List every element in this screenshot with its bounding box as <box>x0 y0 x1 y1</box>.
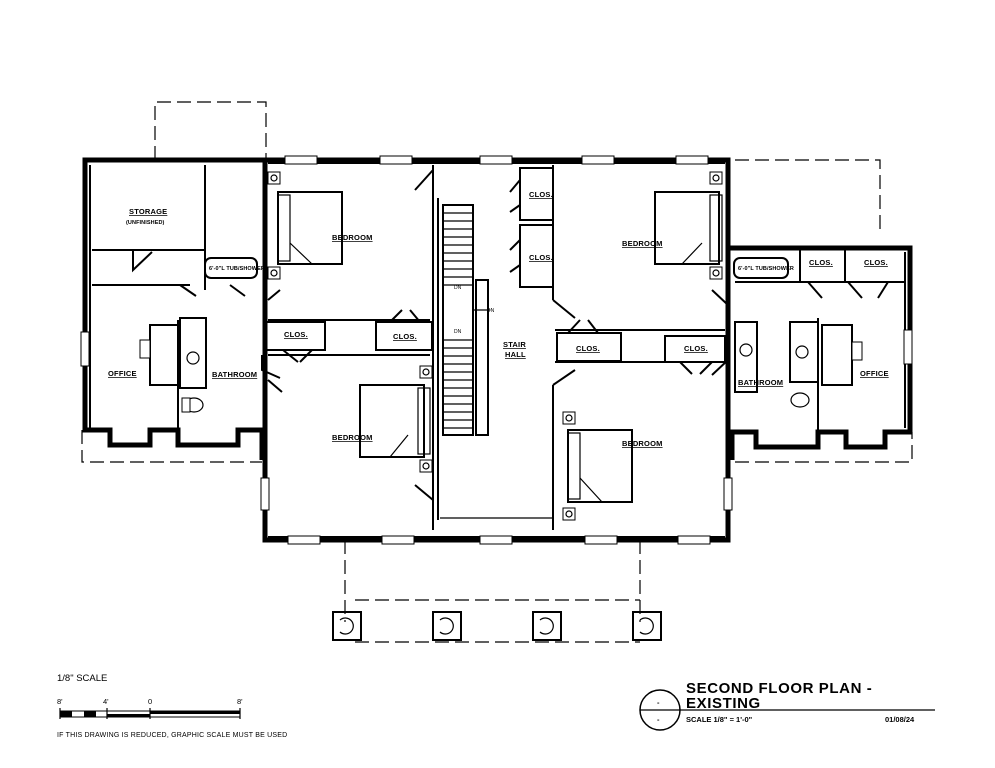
stair-hall-label: STAIR <box>503 340 526 349</box>
bedroom-nw-label: BEDROOM <box>332 233 373 242</box>
tub-right-label: 6'-0"L TUB/SHOWER <box>738 266 794 272</box>
room-labels: STORAGE (UNFINISHED) OFFICE BATHROOM 6'-… <box>108 190 889 448</box>
right-wing-walls <box>711 245 913 460</box>
closet-label: CLOS. <box>576 344 600 353</box>
interior-partitions <box>264 165 726 530</box>
porch-columns <box>332 611 662 641</box>
plan-title-line2: EXISTING <box>686 695 761 712</box>
scale-tick-label: 8' <box>57 697 63 706</box>
beds <box>267 171 723 521</box>
stair-hall-label: HALL <box>505 350 526 359</box>
bedroom-ne-label: BEDROOM <box>622 239 663 248</box>
bathroom-right-label: BATHROOM <box>738 378 783 387</box>
office-right-label: OFFICE <box>860 369 889 378</box>
bathroom-left-label: BATHROOM <box>212 370 257 379</box>
office-left-label: OFFICE <box>108 369 137 378</box>
scale-tick-label: 8' <box>237 697 243 706</box>
graphic-scale: 1/8" SCALE 8' 4' 0 8' IF THIS DRAWING IS… <box>57 673 287 739</box>
plan-date-label: 01/08/24 <box>885 715 915 724</box>
scale-tick-label: 0 <box>148 697 152 706</box>
dashed-roof-outlines <box>81 101 913 643</box>
closet-label: CLOS. <box>684 344 708 353</box>
closet-label: CLOS. <box>393 332 417 341</box>
closet-label: CLOS. <box>529 253 553 262</box>
stair-down-label: DN <box>454 285 462 291</box>
sheet-number-bottom: - <box>657 715 660 724</box>
bedroom-se-label: BEDROOM <box>622 439 663 448</box>
main-block-walls <box>260 155 733 545</box>
left-wing-walls <box>80 157 281 460</box>
stairs <box>442 204 490 436</box>
bedroom-sw-label: BEDROOM <box>332 433 373 442</box>
closet-label: CLOS. <box>809 258 833 267</box>
storage-label: STORAGE <box>129 207 167 216</box>
closet-label: CLOS. <box>864 258 888 267</box>
closet-label: CLOS. <box>529 190 553 199</box>
stair-down-label: DN <box>487 308 495 314</box>
scale-tick-label: 4' <box>103 697 109 706</box>
title-block: - - SECOND FLOOR PLAN - EXISTING SCALE 1… <box>639 680 935 731</box>
plan-scale-label: SCALE 1/8" = 1'-0" <box>686 715 753 724</box>
sheet-number-top: - <box>657 698 660 707</box>
plan-title-line1: SECOND FLOOR PLAN - <box>686 680 872 697</box>
closet-label: CLOS. <box>284 330 308 339</box>
scale-title: 1/8" SCALE <box>57 673 107 684</box>
storage-note-label: (UNFINISHED) <box>126 220 165 226</box>
tub-left-label: 6'-0"L TUB/SHOWER <box>209 266 265 272</box>
scale-warning-note: IF THIS DRAWING IS REDUCED, GRAPHIC SCAL… <box>57 732 287 739</box>
stair-down-label: DN <box>454 329 462 335</box>
